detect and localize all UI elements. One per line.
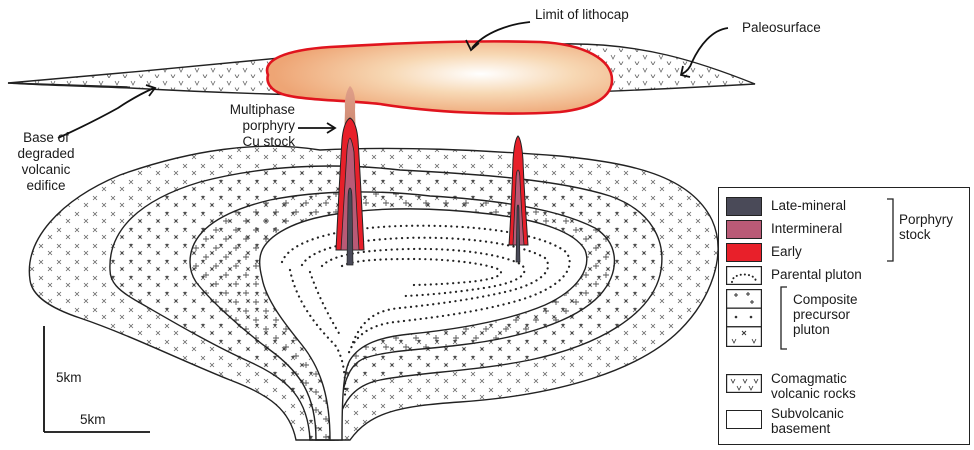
legend-porphyry-line-1: Porphyry	[899, 212, 953, 227]
legend-swatch-intermineral	[726, 220, 762, 239]
lithocap	[267, 41, 612, 113]
legend: Late-mineral Intermineral Early Porphyry…	[718, 187, 970, 445]
legend-porphyry-line-2: stock	[899, 227, 953, 242]
legend-comagmatic-label: Comagmatic volcanic rocks	[771, 371, 856, 401]
paleosurface-label: Paleosurface	[742, 20, 821, 36]
scale-horizontal-label: 5km	[80, 412, 106, 428]
legend-composite-label: Composite precursor pluton	[793, 292, 858, 337]
base-of-edifice-label: Base of degraded volcanic edifice	[6, 130, 86, 194]
lithocap-label: Limit of lithocap	[535, 7, 629, 23]
legend-swatch-comagmatic	[726, 374, 762, 393]
porphyry-stock-line-1: Multiphase	[205, 102, 295, 118]
base-of-edifice-line-3: volcanic	[6, 162, 86, 178]
legend-label-intermineral: Intermineral	[771, 221, 842, 236]
base-of-edifice-line-2: degraded	[6, 146, 86, 162]
legend-swatch-composite	[726, 289, 762, 347]
left-porphyry-stock	[336, 86, 364, 265]
legend-composite-line-2: precursor	[793, 307, 858, 322]
legend-composite-line-1: Composite	[793, 292, 858, 307]
legend-swatch-subvolcanic	[726, 410, 762, 429]
base-of-edifice-line-4: edifice	[6, 178, 86, 194]
legend-label-late-mineral: Late-mineral	[771, 198, 846, 213]
porphyry-stock-label: Multiphase porphyry Cu stock	[205, 102, 295, 150]
legend-subvolcanic-line-2: basement	[771, 421, 844, 436]
porphyry-bracket	[885, 198, 897, 262]
legend-subvolcanic-label: Subvolcanic basement	[771, 406, 844, 436]
base-of-edifice-line-1: Base of	[6, 130, 86, 146]
legend-label-early: Early	[771, 244, 802, 259]
legend-label-parental-pluton: Parental pluton	[771, 267, 862, 282]
composite-bracket	[779, 286, 789, 350]
legend-subvolcanic-line-1: Subvolcanic	[771, 406, 844, 421]
legend-composite-line-3: pluton	[793, 322, 858, 337]
legend-swatch-early	[726, 243, 762, 262]
legend-porphyry-stock-label: Porphyry stock	[899, 212, 953, 242]
scale-vertical-label: 5km	[56, 370, 82, 386]
legend-comagmatic-line-1: Comagmatic	[771, 371, 856, 386]
legend-comagmatic-line-2: volcanic rocks	[771, 386, 856, 401]
porphyry-stock-line-3: Cu stock	[205, 134, 295, 150]
legend-swatch-late-mineral	[726, 197, 762, 216]
porphyry-stock-line-2: porphyry	[205, 118, 295, 134]
legend-swatch-parental-pluton	[726, 266, 762, 285]
